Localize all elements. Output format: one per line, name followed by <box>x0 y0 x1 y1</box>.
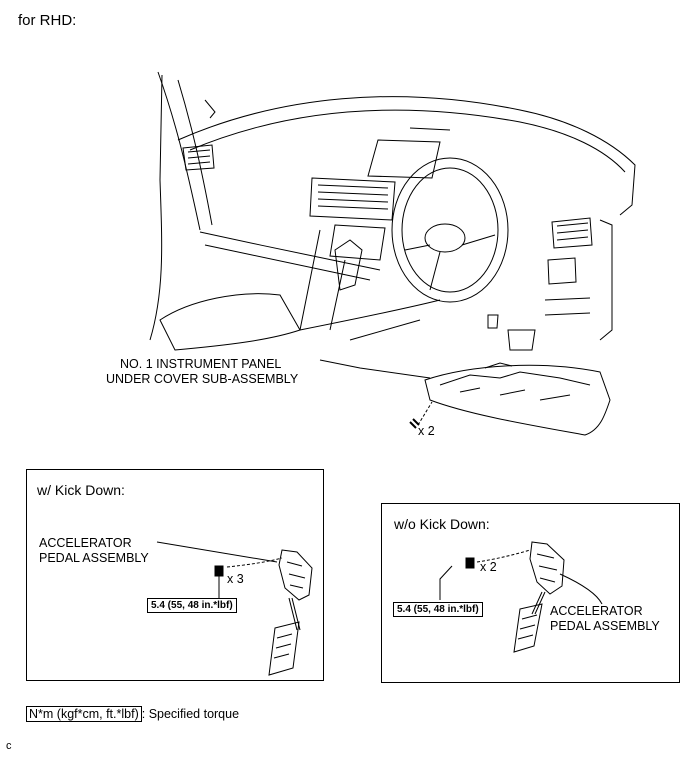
screw-count: x 2 <box>418 424 435 438</box>
torque-legend-description: : Specified torque <box>141 707 240 721</box>
no-kick-down-part-label-line1: ACCELERATOR <box>550 604 643 618</box>
kick-down-title: w/ Kick Down: <box>37 482 125 498</box>
under-cover-label-line2: UNDER COVER SUB-ASSEMBLY <box>106 372 299 386</box>
kick-down-torque-spec: 5.4 (55, 48 in.*lbf) <box>147 598 237 613</box>
no-kick-down-panel: w/o Kick Down: x 2 5.4 (55, 48 in.*lbf) … <box>381 503 680 683</box>
kick-down-pedal-illustration <box>156 541 313 676</box>
kick-down-part-label-line1: ACCELERATOR <box>39 536 132 550</box>
torque-legend: N*m (kgf*cm, ft.*lbf): Specified torque <box>26 706 240 722</box>
under-cover-label-line1: NO. 1 INSTRUMENT PANEL <box>120 357 282 371</box>
kick-down-panel: w/ Kick Down: ACCELERATOR PEDAL ASSEMBLY… <box>26 469 324 681</box>
no-kick-down-pedal-illustration <box>439 541 603 653</box>
kick-down-part-label-line2: PEDAL ASSEMBLY <box>39 551 149 565</box>
page-title: for RHD: <box>18 12 77 29</box>
torque-unit-box: N*m (kgf*cm, ft.*lbf) <box>26 706 142 722</box>
no-kick-down-title: w/o Kick Down: <box>394 516 490 532</box>
kick-down-nut-count: x 3 <box>227 572 244 586</box>
no-kick-down-part-label-line2: PEDAL ASSEMBLY <box>550 619 660 633</box>
footer-code: c <box>6 740 12 752</box>
no-kick-down-nut-count: x 2 <box>480 560 497 574</box>
no-kick-down-torque-spec: 5.4 (55, 48 in.*lbf) <box>393 602 483 617</box>
